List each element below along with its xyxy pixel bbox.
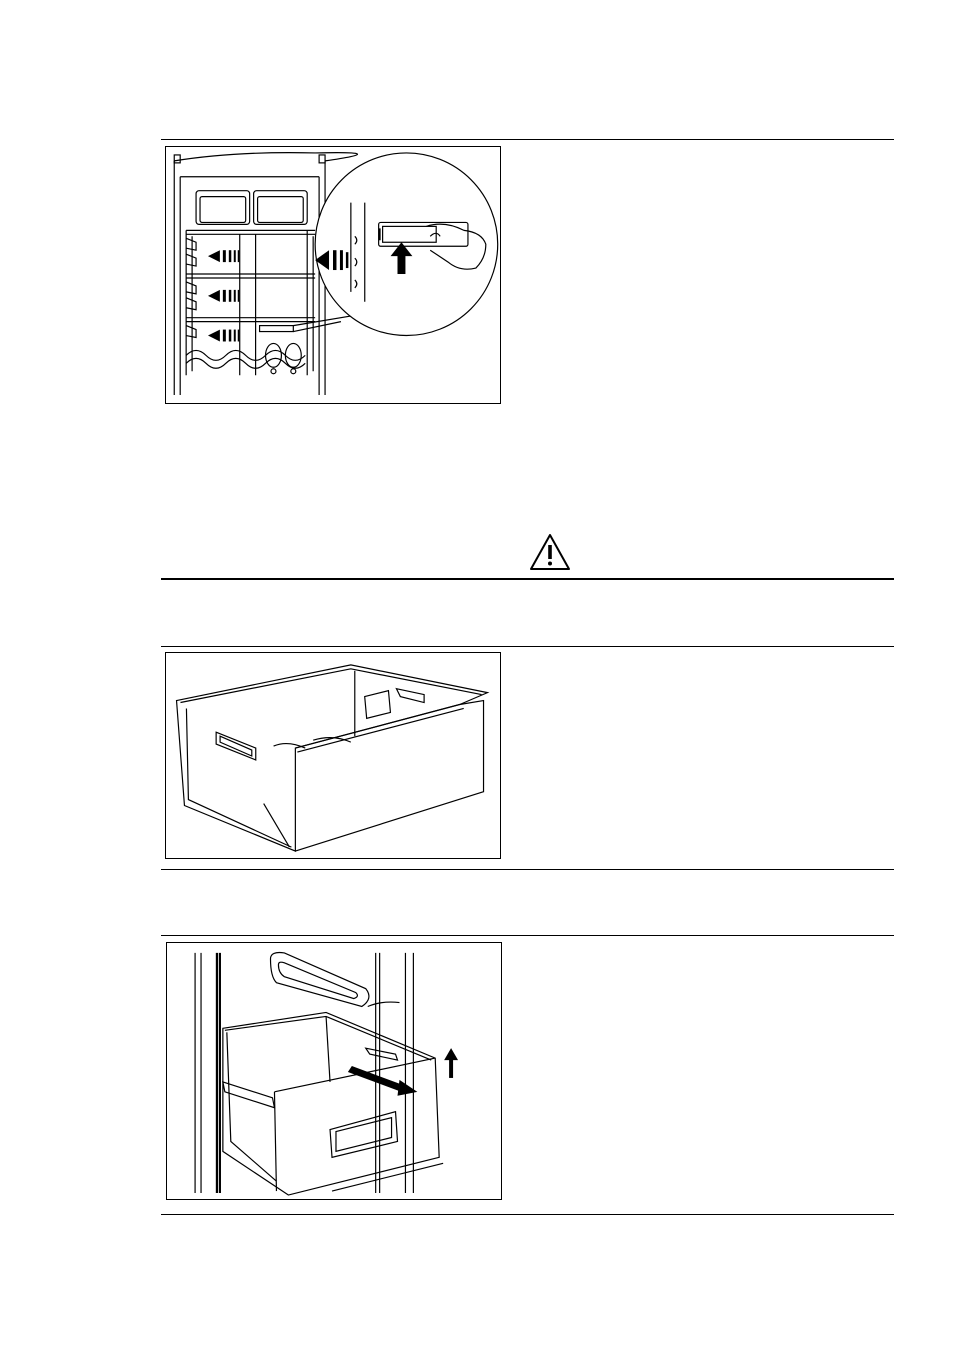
section-rule-top	[161, 646, 894, 647]
warning-triangle-icon	[528, 532, 572, 572]
vegetable-drawer-illustration	[165, 652, 501, 859]
section-rule-top	[161, 139, 894, 140]
drawer-removal-illustration	[166, 942, 502, 1200]
section-rule-top	[161, 935, 894, 936]
shelf-positioning-illustration	[165, 146, 501, 404]
section-rule-thick	[161, 578, 894, 580]
section-rule-bottom	[161, 1214, 894, 1215]
section-rule-bottom	[161, 869, 894, 870]
